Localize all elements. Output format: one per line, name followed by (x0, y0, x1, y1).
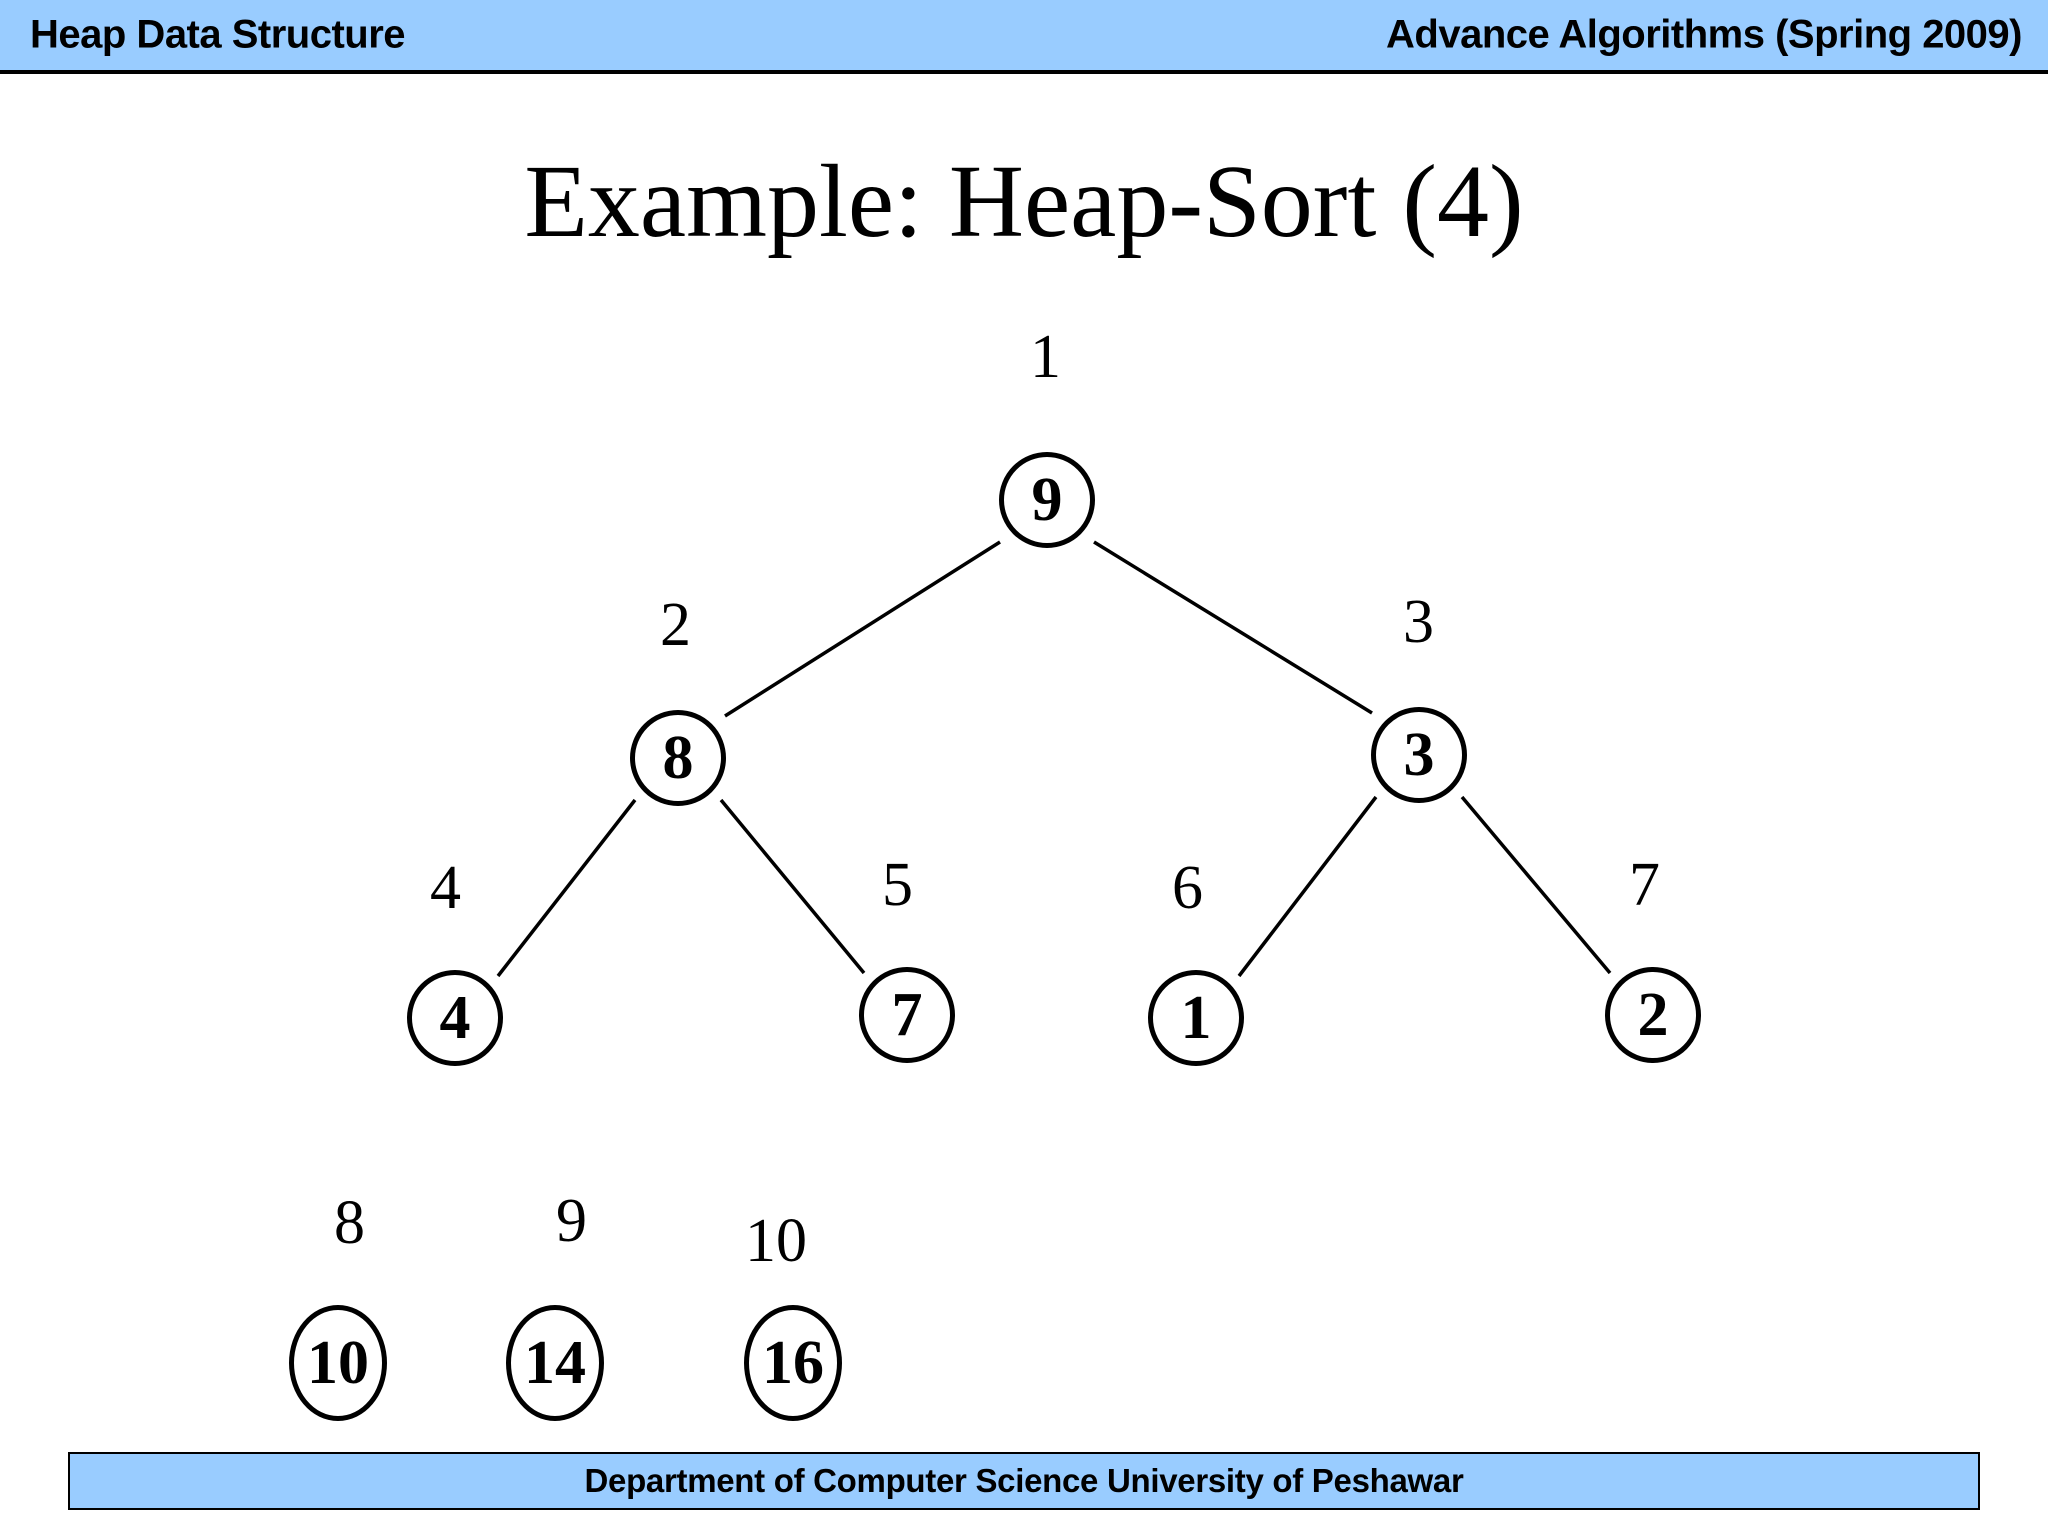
edge-1-3 (1093, 540, 1373, 715)
node-index-4: 4 (430, 854, 461, 922)
edge-3-7 (1460, 795, 1612, 975)
node-index-10: 10 (745, 1207, 807, 1275)
node-index-2: 2 (660, 591, 691, 659)
heap-node-5[interactable]: 7 (859, 967, 955, 1063)
page-title: Example: Heap-Sort (4) (524, 144, 1524, 259)
footer-text: Department of Computer Science Universit… (584, 1462, 1464, 1499)
heap-node-7[interactable]: 2 (1605, 967, 1701, 1063)
node-index-7: 7 (1629, 851, 1660, 919)
heap-node-4[interactable]: 4 (407, 970, 503, 1066)
sorted-node-8[interactable]: 10 (289, 1305, 387, 1421)
heap-node-6[interactable]: 1 (1148, 970, 1244, 1066)
edge-1-2 (724, 540, 1001, 718)
header-bar: Heap Data Structure Advance Algorithms (… (0, 0, 2048, 74)
edge-2-5 (719, 798, 866, 975)
heap-node-2[interactable]: 8 (630, 710, 726, 806)
edge-2-4 (496, 798, 637, 978)
node-index-5: 5 (882, 851, 913, 919)
node-index-1: 1 (1030, 323, 1061, 391)
node-index-3: 3 (1403, 588, 1434, 656)
edge-3-6 (1237, 795, 1378, 978)
header-left-title: Heap Data Structure (30, 12, 406, 57)
header-right-title: Advance Algorithms (Spring 2009) (1386, 12, 2023, 57)
heap-node-3[interactable]: 3 (1371, 707, 1467, 803)
node-index-6: 6 (1172, 854, 1203, 922)
sorted-node-10[interactable]: 16 (744, 1305, 842, 1421)
heap-node-1[interactable]: 9 (999, 452, 1095, 548)
sorted-node-9[interactable]: 14 (506, 1305, 604, 1421)
node-index-9: 9 (556, 1187, 587, 1255)
footer-bar: Department of Computer Science Universit… (68, 1452, 1980, 1510)
node-index-8: 8 (334, 1189, 365, 1257)
